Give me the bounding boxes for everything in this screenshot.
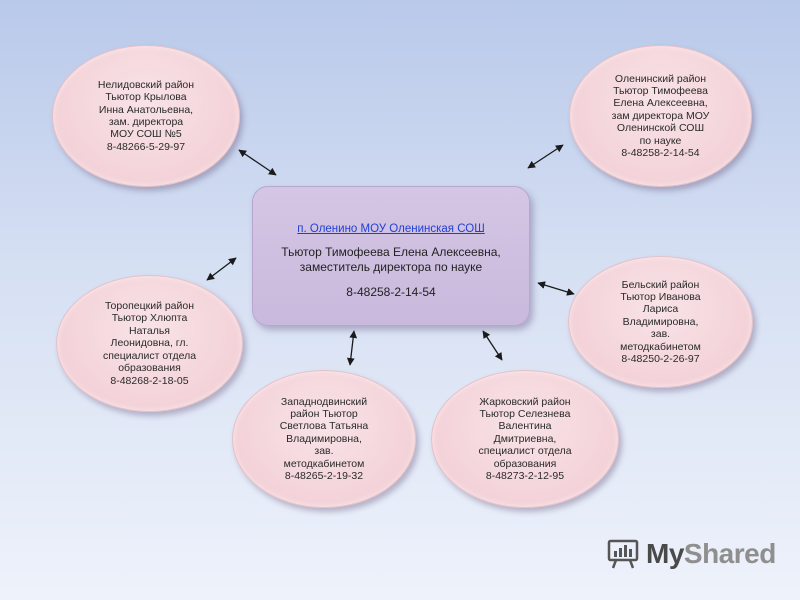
presentation-board-icon <box>607 539 639 569</box>
brand-name-prefix: My <box>646 538 684 569</box>
node-nelidovo-text: Нелидовский район Тьютор Крылова Инна Ан… <box>97 78 195 153</box>
brand-watermark: MyShared <box>606 536 776 572</box>
node-zapadnaya-dvina: Западнодвинский район Тьютор Светлова Та… <box>232 370 416 508</box>
center-phone: 8-48258-2-14-54 <box>346 285 436 299</box>
node-zapadnaya-dvina-text: Западнодвинский район Тьютор Светлова Та… <box>279 395 369 483</box>
school-link[interactable]: п. Оленино МОУ Оленинская СОШ <box>297 223 485 235</box>
center-node-olenino-school: п. Оленино МОУ Оленинская СОШ Тьютор Тим… <box>252 186 530 326</box>
center-tutor-description: Тьютор Тимофеева Елена Алексеевна, замес… <box>281 245 501 274</box>
node-belyi-text: Бельский район Тьютор Иванова Лариса Вла… <box>620 278 701 366</box>
node-olenino-text: Оленинский район Тьютор Тимофеева Елена … <box>611 72 710 160</box>
arrow-zapadnaya-dvina <box>346 330 358 366</box>
arrow-zharkovsky <box>482 330 503 361</box>
arrow-olenino <box>527 144 564 169</box>
node-zharkovsky-text: Жарковский район Тьютор Селезнева Валент… <box>478 395 572 483</box>
arrow-belyi <box>537 281 575 296</box>
brand-name-suffix: Shared <box>683 538 776 569</box>
node-toropets: Торопецкий район Тьютор Хлюпта Наталья Л… <box>56 275 243 412</box>
arrow-toropets <box>206 257 237 281</box>
node-belyi: Бельский район Тьютор Иванова Лариса Вла… <box>568 256 753 388</box>
node-olenino: Оленинский район Тьютор Тимофеева Елена … <box>569 45 752 187</box>
brand-name: MyShared <box>646 538 776 570</box>
node-nelidovo: Нелидовский район Тьютор Крылова Инна Ан… <box>52 45 240 187</box>
node-toropets-text: Торопецкий район Тьютор Хлюпта Наталья Л… <box>102 300 197 387</box>
arrow-nelidovo <box>238 149 277 176</box>
node-zharkovsky: Жарковский район Тьютор Селезнева Валент… <box>431 370 619 508</box>
